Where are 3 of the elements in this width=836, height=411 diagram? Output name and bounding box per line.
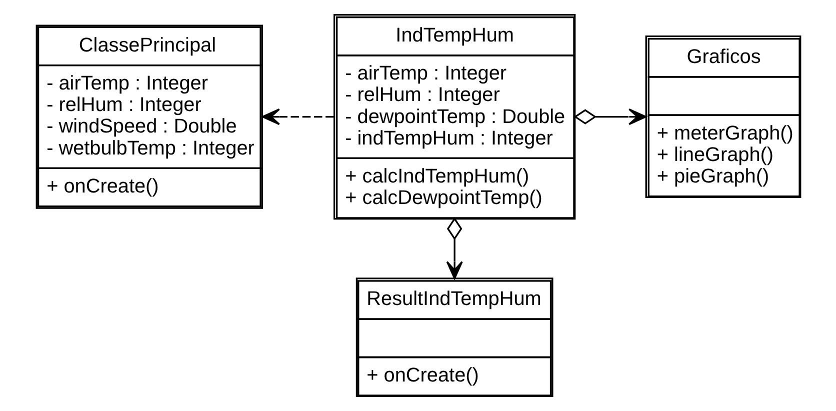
arrow [446,217,462,280]
arrow [261,108,334,126]
arrow [573,108,646,126]
